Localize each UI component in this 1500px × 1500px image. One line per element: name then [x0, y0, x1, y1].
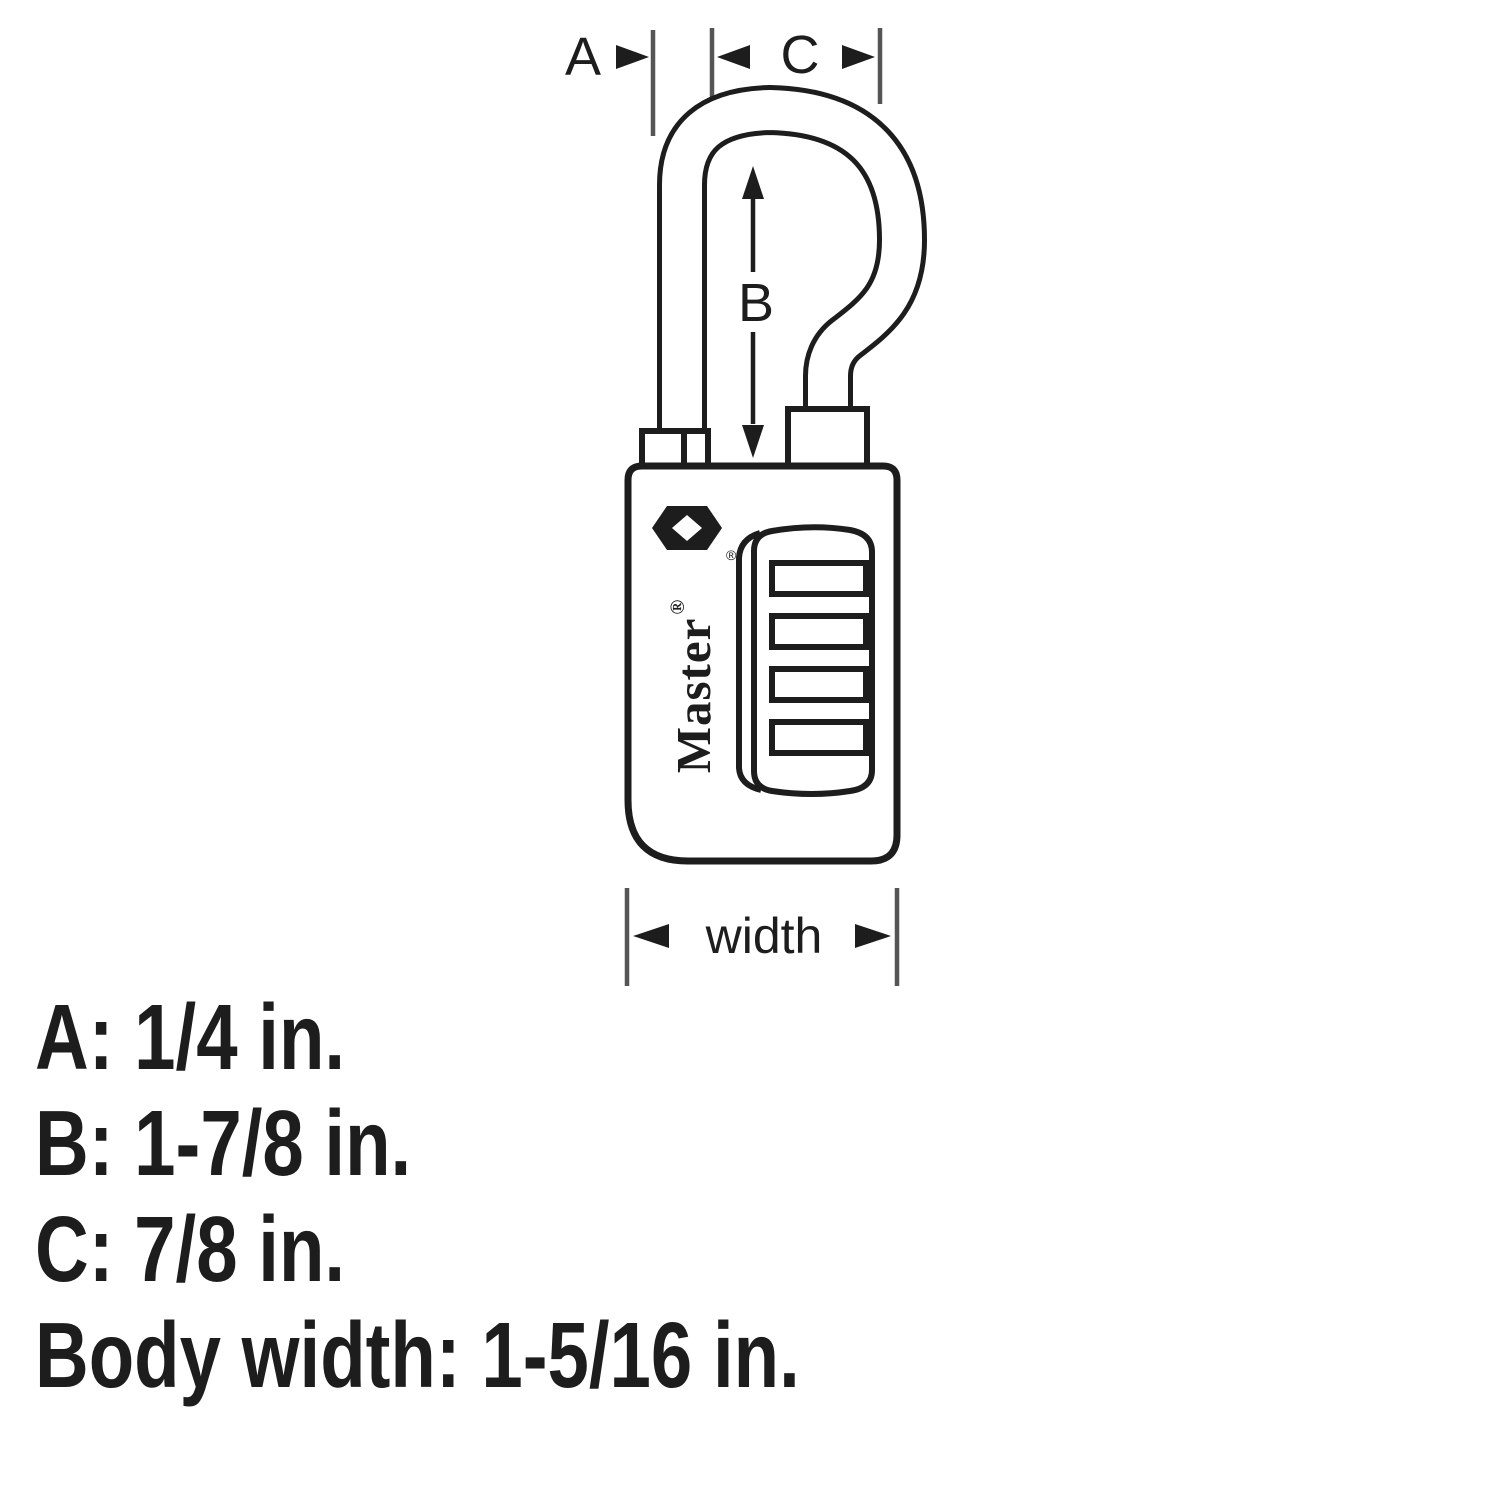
dim-width-right-arrow-icon	[855, 924, 891, 948]
right-collar	[785, 406, 870, 469]
dimension-arrows	[616, 45, 891, 948]
dim-c-right-arrow-icon	[842, 45, 875, 69]
dial-housing-side	[736, 530, 762, 793]
dial-slot	[769, 719, 869, 756]
dim-b-label: B	[738, 273, 774, 333]
dim-c-left-arrow-icon	[717, 45, 750, 69]
spec-list: A: 1/4 in. B: 1-7/8 in. C: 7/8 in. Body …	[35, 984, 800, 1408]
brand-registered-mark: ®	[667, 599, 689, 615]
dim-b-up-arrow-icon	[742, 166, 764, 199]
master-diamond-center	[672, 515, 702, 541]
dial-slot	[769, 613, 869, 650]
dim-width-label: width	[705, 908, 823, 964]
spec-line-b: B: 1-7/8 in.	[35, 1091, 412, 1195]
shackle-core	[662, 89, 923, 455]
brand-wordmark: Master ®	[666, 599, 721, 774]
master-logo: ®	[652, 506, 737, 563]
shackle	[657, 84, 928, 455]
padlock-diagram: ® Master ® A C B width	[565, 25, 928, 986]
brand-name: Master	[666, 618, 721, 774]
logo-registered-mark: ®	[726, 547, 737, 563]
spec-line-body-width: Body width: 1-5/16 in.	[35, 1303, 800, 1407]
spec-line-c: C: 7/8 in.	[35, 1197, 346, 1301]
dim-width-left-arrow-icon	[633, 924, 669, 948]
dim-b-down-arrow-icon	[742, 425, 764, 458]
dim-c-label: C	[781, 25, 820, 85]
left-collar	[639, 428, 711, 469]
dimension-ticks	[624, 28, 900, 986]
dial-slot	[769, 666, 869, 703]
dial-slot	[769, 560, 869, 597]
dial-windows	[769, 560, 869, 756]
dial-housing	[736, 524, 875, 797]
dim-a-arrow-icon	[616, 45, 649, 69]
spec-line-a: A: 1/4 in.	[35, 985, 346, 1089]
dim-a-label: A	[565, 27, 601, 87]
